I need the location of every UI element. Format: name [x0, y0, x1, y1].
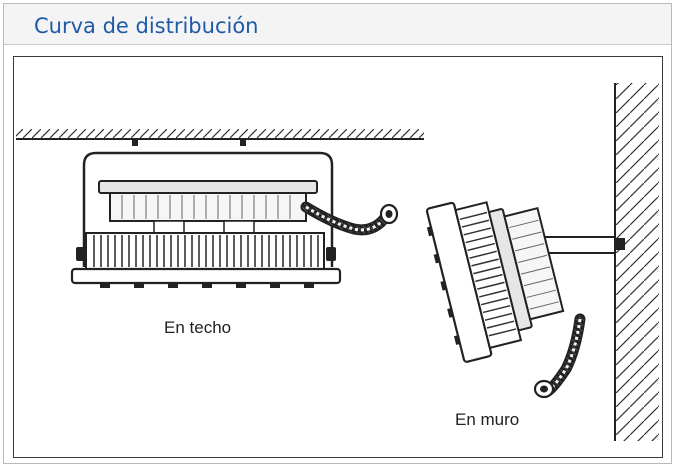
ceiling-hatch [16, 129, 424, 138]
front-frame [70, 267, 342, 285]
driver-box [109, 192, 307, 222]
wall-caption: En muro [455, 410, 519, 429]
driver-box-top [98, 180, 318, 194]
mounting-diagram: En techo [16, 83, 659, 441]
distribution-panel: Curva de distribución [3, 3, 672, 464]
ceiling-mount-illustration: En techo [16, 129, 424, 337]
wall-mount-illustration: En muro [425, 83, 659, 441]
ceiling-bolt-left [132, 139, 138, 146]
ceiling-bolt-right [240, 139, 246, 146]
mounting-diagram-frame: En techo [13, 56, 663, 458]
wall-hatch [615, 83, 659, 441]
ceiling-bracket [82, 151, 334, 267]
panel-header: Curva de distribución [4, 4, 671, 45]
tilted-luminaire [425, 201, 565, 363]
ceiling-caption: En techo [164, 318, 231, 337]
panel-title: Curva de distribución [34, 14, 259, 38]
